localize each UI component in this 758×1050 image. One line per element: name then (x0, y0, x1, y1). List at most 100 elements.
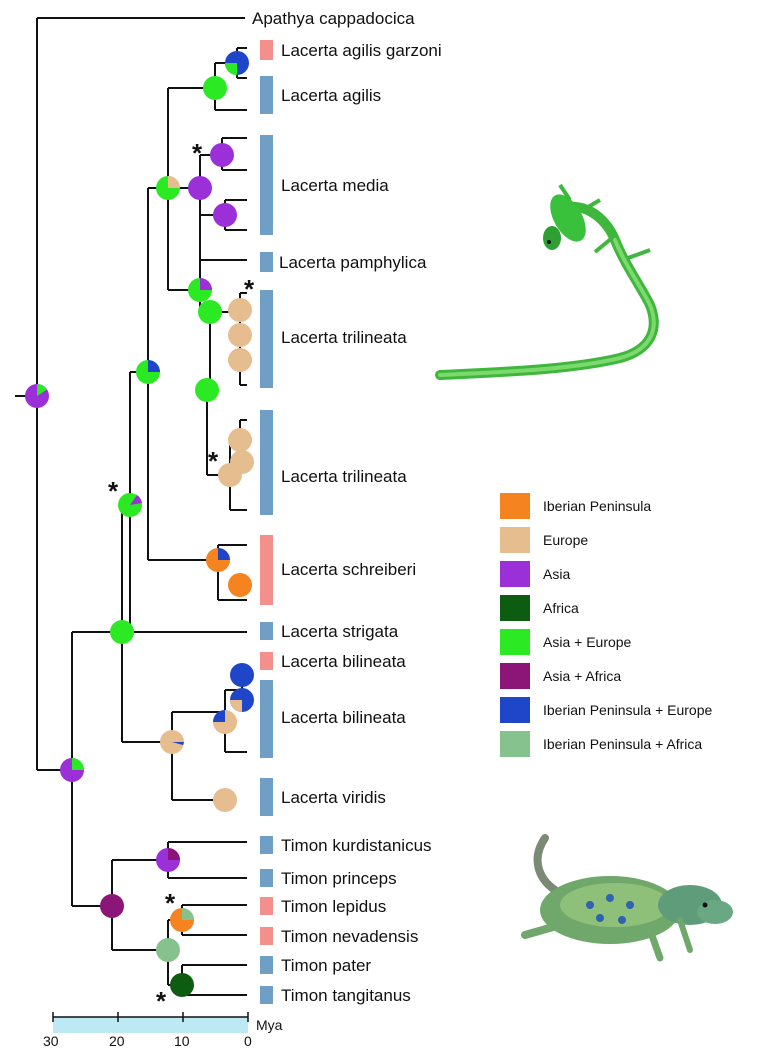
pie-node (170, 973, 194, 997)
bar-media (260, 135, 273, 235)
pie-node (210, 143, 234, 167)
pie-node (195, 378, 219, 402)
pie-node (110, 620, 134, 644)
legend-label: Asia (543, 566, 570, 582)
taxon-label: Timon nevadensis (281, 927, 418, 946)
ocellated-lizard-icon (525, 838, 733, 958)
bar-agilis (260, 76, 273, 114)
pie-node (213, 788, 237, 812)
bar-bilineata-2 (260, 680, 273, 758)
pie-node (228, 428, 252, 452)
legend-label: Asia + Europe (543, 634, 632, 650)
pie-node (156, 938, 180, 962)
bar-viridis (260, 778, 273, 816)
support-star: * (244, 274, 255, 304)
taxon-label: Timon lepidus (281, 897, 386, 916)
pie-node (118, 493, 142, 517)
legend-swatch (500, 731, 530, 757)
taxon-label: Lacerta strigata (281, 622, 399, 641)
axis-unit-label: Mya (256, 1017, 283, 1033)
taxon-labels: Apathya cappadocica Lacerta agilis garzo… (252, 9, 442, 1005)
bar-bilineata-1 (260, 652, 273, 670)
pie-node (203, 76, 227, 100)
legend-swatch (500, 527, 530, 553)
legend: Iberian Peninsula Europe Asia Africa Asi… (500, 493, 712, 757)
bar-lepidus (260, 897, 273, 915)
pie-node (206, 548, 230, 572)
ancestral-pies (25, 51, 254, 997)
legend-swatch (500, 697, 530, 723)
pie-node (230, 688, 254, 712)
taxon-label: Lacerta agilis garzoni (281, 41, 442, 60)
legend-label: Iberian Peninsula + Europe (543, 702, 712, 718)
taxon-label: Timon princeps (281, 869, 397, 888)
pie-node (60, 758, 84, 782)
bar-princeps (260, 869, 273, 887)
legend-swatch (500, 595, 530, 621)
taxon-label: Lacerta agilis (281, 86, 381, 105)
taxon-label: Timon tangitanus (281, 986, 411, 1005)
pie-node (213, 710, 237, 734)
pie-node (225, 51, 249, 75)
taxon-label: Lacerta viridis (281, 788, 386, 807)
pie-node (188, 176, 212, 200)
pie-node (156, 848, 180, 872)
support-star: * (108, 476, 119, 506)
bar-strigata (260, 622, 273, 640)
bar-schreiberi (260, 535, 273, 605)
support-star: * (165, 888, 176, 918)
axis-bar (53, 1017, 248, 1033)
bar-nevadensis (260, 927, 273, 945)
taxon-label: Lacerta trilineata (281, 328, 407, 347)
legend-label: Asia + Africa (543, 668, 621, 684)
legend-label: Europe (543, 532, 588, 548)
bar-pamphylica (260, 252, 273, 272)
time-axis: 30 20 10 0 Mya (43, 1012, 283, 1049)
taxon-label: Apathya cappadocica (252, 9, 415, 28)
legend-swatch (500, 629, 530, 655)
axis-tick-label: 20 (109, 1033, 125, 1049)
taxon-label: Timon kurdistanicus (281, 836, 432, 855)
bar-kurdistanicus (260, 836, 273, 854)
pie-node (230, 663, 254, 687)
legend-swatch (500, 493, 530, 519)
taxon-label: Lacerta schreiberi (281, 560, 416, 579)
pie-node (25, 384, 49, 408)
green-lizard-icon (440, 185, 654, 375)
axis-tick-label: 30 (43, 1033, 59, 1049)
support-star: * (192, 138, 203, 168)
bar-trilineata-1 (260, 290, 273, 388)
legend-swatch (500, 561, 530, 587)
bar-pater (260, 956, 273, 974)
pie-node (228, 323, 252, 347)
taxon-label: Lacerta bilineata (281, 652, 406, 671)
pie-node (136, 360, 160, 384)
pie-node (188, 278, 212, 302)
support-star: * (208, 446, 219, 476)
taxon-label: Timon pater (281, 956, 371, 975)
support-star: * (156, 986, 167, 1016)
bar-agilis-garzoni (260, 40, 273, 60)
taxon-bars (260, 40, 273, 1004)
taxon-label: Lacerta bilineata (281, 708, 406, 727)
bar-trilineata-2 (260, 410, 273, 515)
pie-node (218, 463, 242, 487)
pie-node (213, 203, 237, 227)
pie-node (160, 730, 184, 754)
axis-tick-label: 10 (174, 1033, 190, 1049)
bar-tangitanus (260, 986, 273, 1004)
axis-tick-label: 0 (244, 1033, 252, 1049)
pie-node (228, 348, 252, 372)
pie-node (228, 573, 252, 597)
pie-node (198, 300, 222, 324)
legend-swatch (500, 663, 530, 689)
taxon-label: Lacerta media (281, 176, 389, 195)
taxon-label: Lacerta pamphylica (279, 253, 427, 272)
legend-label: Africa (543, 600, 579, 616)
legend-label: Iberian Peninsula (543, 498, 651, 514)
pie-node (100, 894, 124, 918)
pie-node (156, 176, 180, 200)
taxon-label: Lacerta trilineata (281, 467, 407, 486)
legend-label: Iberian Peninsula + Africa (543, 736, 702, 752)
